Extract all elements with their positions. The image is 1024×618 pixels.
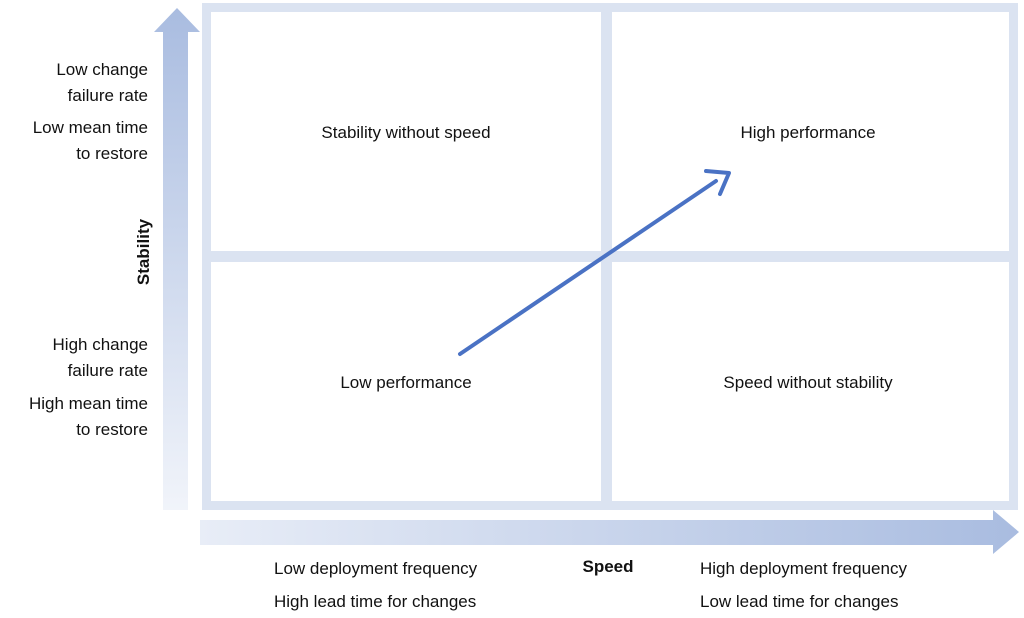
y-bottom-desc-1-line-1: High change [53, 335, 148, 354]
quadrant-grid [202, 3, 1018, 510]
y-top-desc-2-line-2: to restore [76, 144, 148, 163]
y-top-desc-1-line-2: failure rate [68, 86, 148, 105]
stability-axis-label: Stability [134, 218, 153, 285]
trend-arrow-head [704, 169, 731, 196]
speed-axis-arrow [200, 510, 1019, 554]
y-bottom-desc-2-line-2: to restore [76, 420, 148, 439]
quadrant-top-right-label: High performance [740, 123, 875, 142]
x-left-desc-line-1: Low deployment frequency [274, 559, 478, 578]
x-right-desc-line-1: High deployment frequency [700, 559, 907, 578]
trend-arrow [458, 169, 731, 356]
speed-axis-label: Speed [582, 557, 633, 576]
grid-horizontal-divider [202, 251, 1018, 262]
quadrant-top-left-label: Stability without speed [321, 123, 490, 142]
y-top-desc-2-line-1: Low mean time [33, 118, 148, 137]
y-bottom-desc-1-line-2: failure rate [68, 361, 148, 380]
stability-axis-arrow [154, 8, 200, 510]
quadrant-bottom-right-label: Speed without stability [723, 373, 893, 392]
trend-arrow-shaft [458, 179, 718, 356]
y-top-desc-1-line-1: Low change [56, 60, 148, 79]
quadrant-bottom-left-label: Low performance [340, 373, 471, 392]
x-right-desc-line-2: Low lead time for changes [700, 592, 898, 611]
x-left-desc-line-2: High lead time for changes [274, 592, 476, 611]
y-bottom-desc-2-line-1: High mean time [29, 394, 148, 413]
